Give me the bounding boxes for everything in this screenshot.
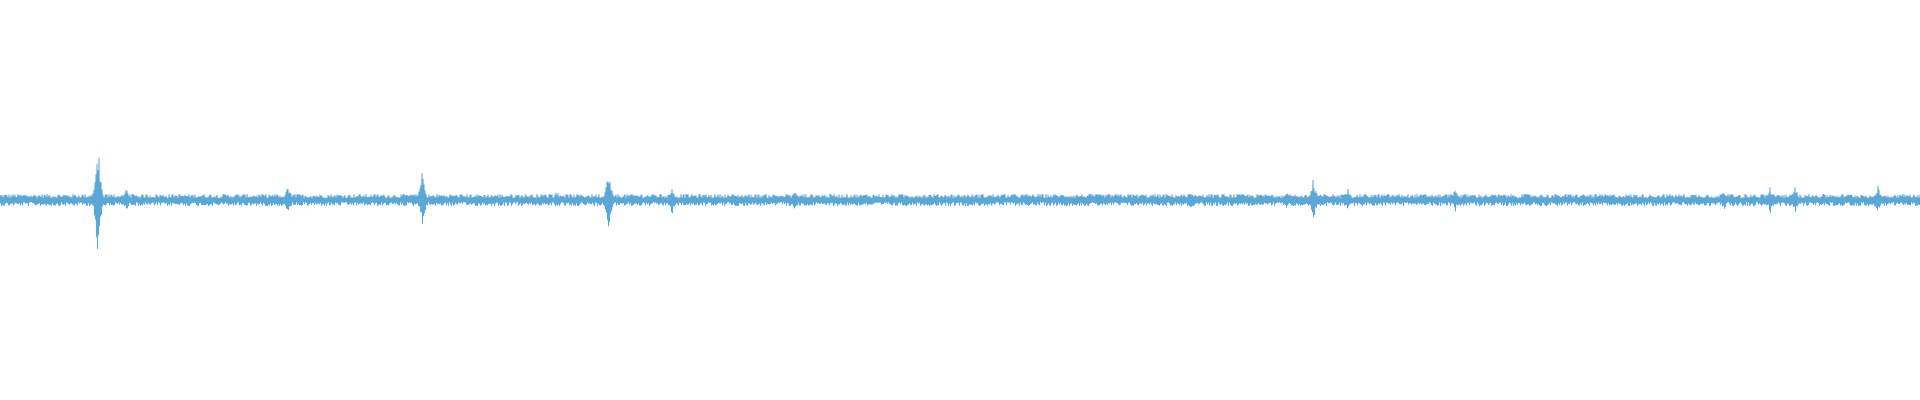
waveform-trace bbox=[0, 157, 1920, 249]
